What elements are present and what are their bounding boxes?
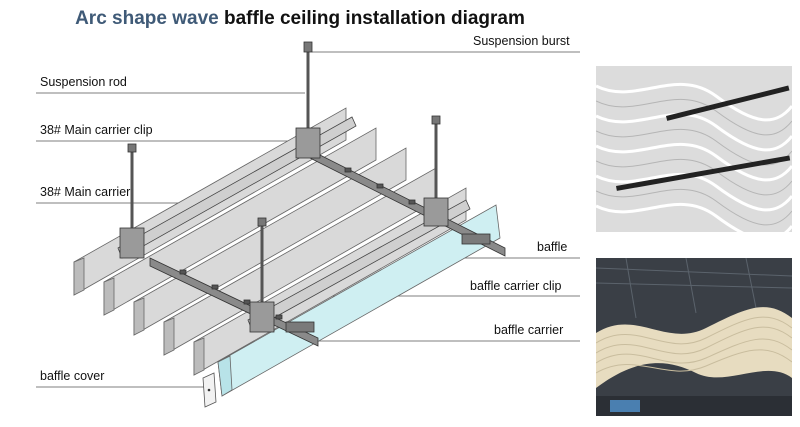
photo-cream-wave-ceiling (596, 258, 792, 416)
main-carrier-clip (423, 197, 449, 227)
suspension-burst (303, 41, 313, 53)
label-suspension-burst: Suspension burst (473, 34, 570, 48)
label-suspension-rod: Suspension rod (40, 75, 127, 89)
diagram-title: Arc shape wave baffle ceiling installati… (0, 8, 600, 30)
main-carrier-clip (295, 127, 321, 159)
suspension-bursts (127, 41, 441, 227)
photo-white-wave-ceiling (596, 66, 792, 232)
suspension-rods (130, 45, 438, 308)
baffle-carrier-clip (285, 321, 315, 333)
title-part-main: baffle ceiling installation diagram (224, 8, 525, 29)
main-carrier-clip (249, 301, 275, 333)
title-part-accent: Arc shape wave (75, 8, 219, 29)
label-main-carrier: 38# Main carrier (40, 185, 131, 199)
main-carrier-clip (119, 227, 145, 259)
baffle-carrier-clip (461, 233, 491, 245)
label-main-carrier-clip: 38# Main carrier clip (40, 123, 153, 137)
label-baffle: baffle (537, 240, 568, 254)
main-carrier-clips (119, 127, 449, 333)
label-baffle-cover: baffle cover (40, 369, 105, 383)
label-baffle-carrier: baffle carrier (494, 323, 564, 337)
baffle-carrier-group (149, 149, 506, 347)
label-baffle-carrier-clip: baffle carrier clip (470, 279, 562, 293)
baffle-carrier-clips (285, 233, 491, 333)
